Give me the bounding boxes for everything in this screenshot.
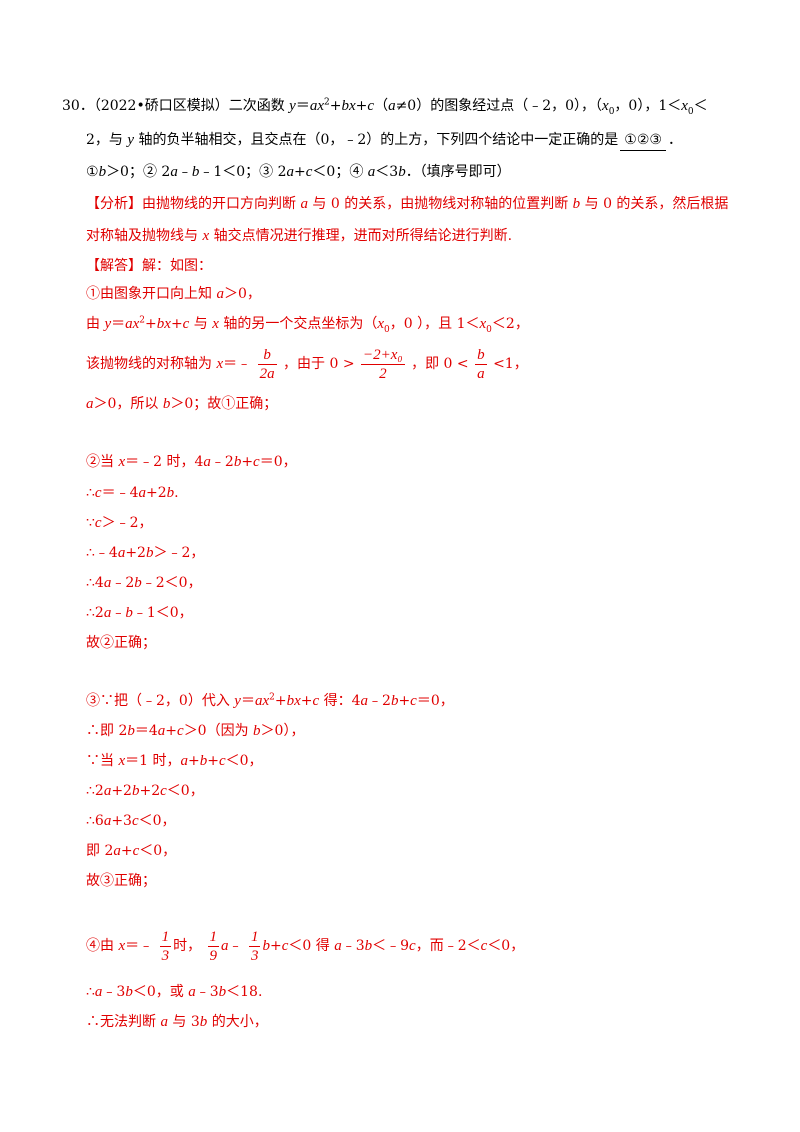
step3-line-5: ∴6a+3c＜0， [86,813,176,829]
step3-line-3: ∵当 x＝1 时，a+b+c＜0， [86,753,263,769]
question-line-1: 30．（2022•硚口区模拟）二次函数 y＝ax2+bx+c（a≠0）的图象经过… [62,97,708,117]
step2-line-3: ∵c＞﹣2， [86,515,153,531]
answer-blank: ①②③ [620,130,666,151]
step3-line-6: 即 2a+c＜0， [86,843,177,859]
step4-line-2: ∴a﹣3b＜0，或 a﹣3b＜18. [86,984,263,1000]
step3-line-2: ∴即 2b＝4a+c＞0（因为 b＞0）， [86,723,305,739]
step2-line-6: ∴2a﹣b﹣1＜0， [86,605,193,621]
step2-line-2: ∴c＝﹣4a+2b. [86,485,179,501]
step1-line-a: ①由图象开口向上知 a＞0， [86,286,261,302]
step2-line-1: ②当 x＝﹣2 时，4a﹣2b+c＝0， [86,454,297,470]
step2-conclusion: 故②正确； [86,635,156,651]
analysis-line-1: 【分析】由抛物线的开口方向判断 a 与 0 的关系，由抛物线对称轴的位置判断 b… [86,196,729,212]
question-options: ①b＞0；② 2a﹣b﹣1＜0；③ 2a+c＜0；④ a＜3b．（填序号即可） [86,164,511,180]
step2-line-4: ∴﹣4a+2b＞﹣2， [86,545,205,561]
question-line-2: 2，与 y 轴的负半轴相交，且交点在（0，﹣2）的上方，下列四个结论中一定正确的… [86,130,682,151]
step2-line-5: ∴4a﹣2b﹣2＜0， [86,575,202,591]
analysis-line-2: 对称轴及抛物线与 x 轴交点情况进行推理，进而对所得结论进行判断. [86,228,513,244]
step4-line-3: ∴无法判断 a 与 3b 的大小， [86,1014,268,1030]
step3-conclusion: 故③正确； [86,873,156,889]
solution-header: 【解答】解：如图： [86,258,212,274]
step1-line-b: 由 y＝ax2+bx+c 与 x 轴的另一个交点坐标为（x0，0 ），且 1＜x… [86,315,529,335]
question-number: 30． [62,98,94,114]
step3-line-4: ∴2a+2b+2c＜0， [86,783,204,799]
step3-line-1: ③∵把（﹣2，0）代入 y＝ax2+bx+c 得：4a﹣2b+c＝0， [86,692,454,709]
step1-line-d: a＞0，所以 b＞0；故①正确； [86,396,278,412]
